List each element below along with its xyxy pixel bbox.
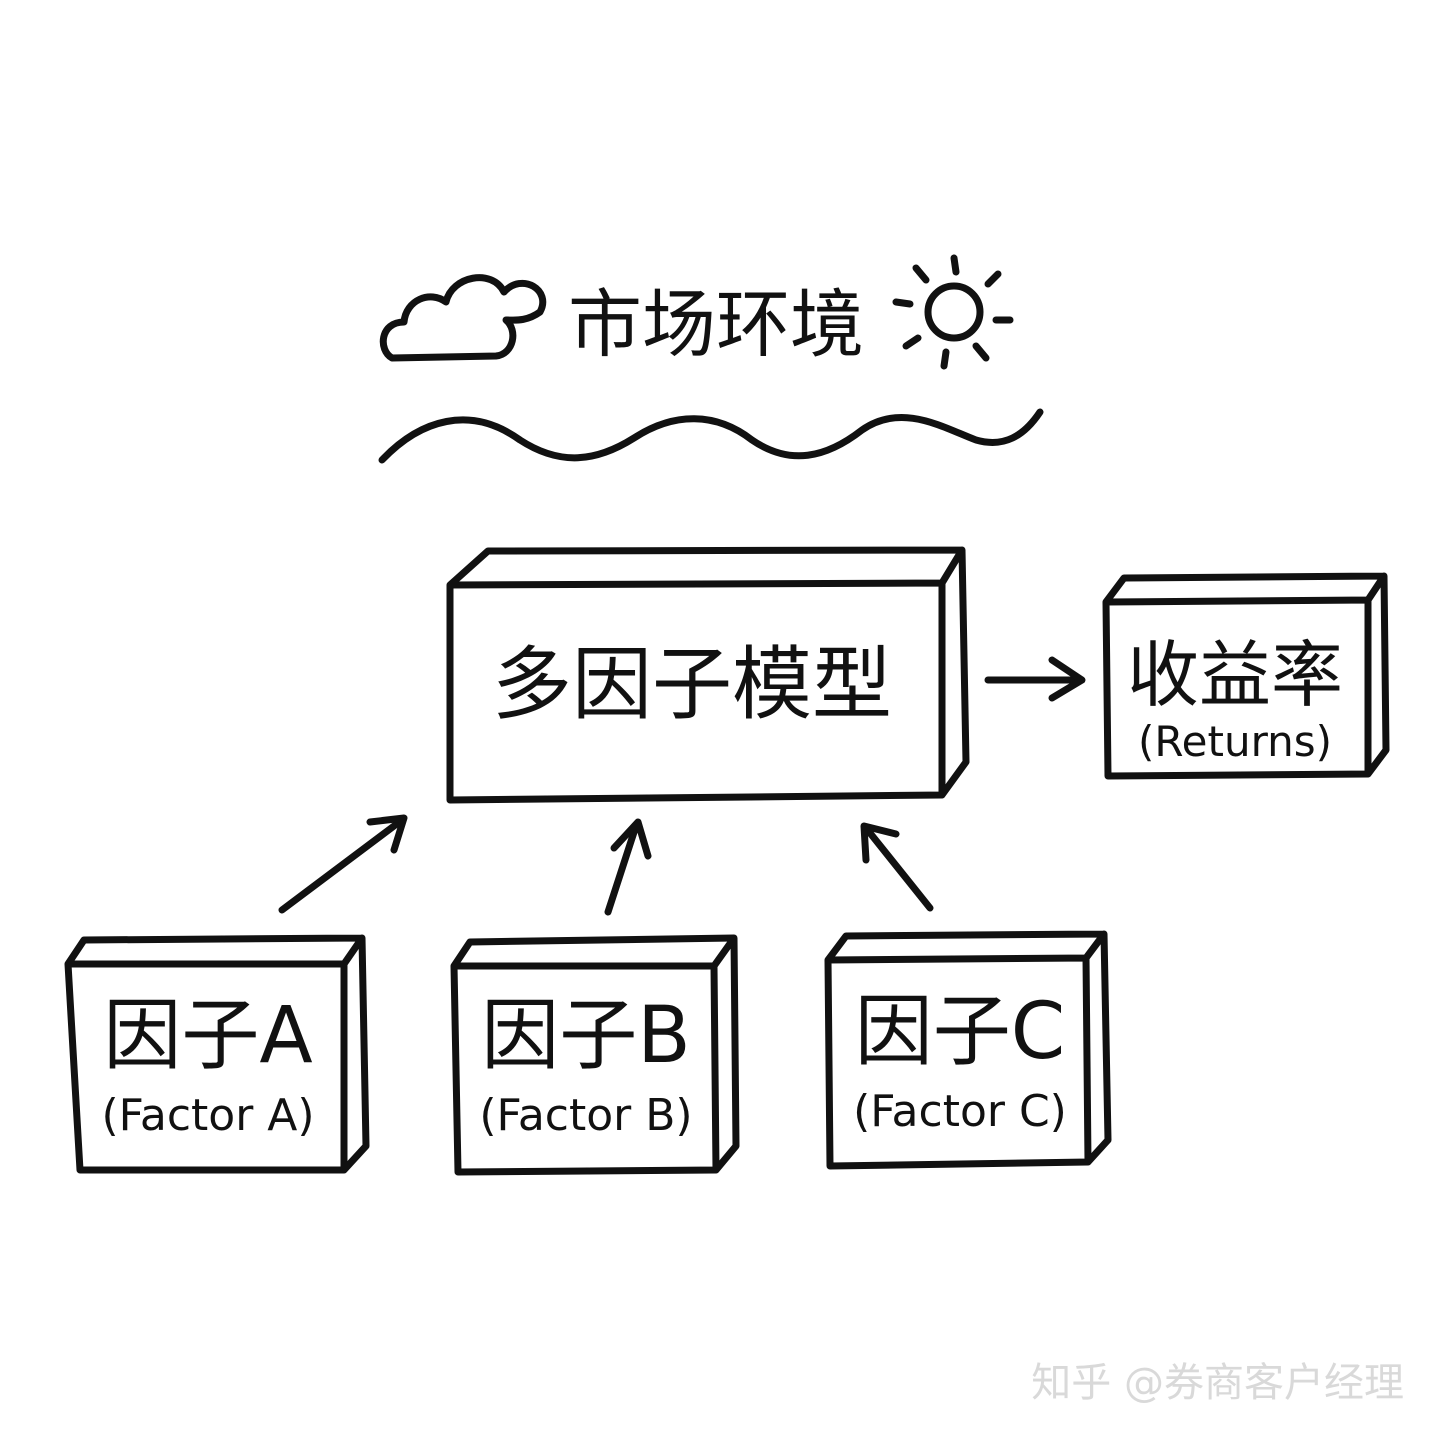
arrow-factor-a-to-model xyxy=(278,814,408,914)
arrow-model-to-returns xyxy=(984,656,1086,702)
factor-c-sublabel: (Factor C) xyxy=(853,1086,1067,1137)
factor-c-box-shell xyxy=(824,930,1112,1170)
factor-c-box: 因子C (Factor C) xyxy=(824,930,1112,1170)
wave-line xyxy=(378,408,1044,464)
factor-c-label: 因子C xyxy=(855,987,1065,1077)
sun-icon xyxy=(892,254,1014,370)
returns-box-shell xyxy=(1102,572,1390,780)
returns-box-label: 收益率 xyxy=(1127,633,1343,717)
factor-b-sublabel: (Factor B) xyxy=(479,1090,692,1141)
factor-a-label: 因子A xyxy=(103,991,312,1081)
model-box-shell xyxy=(446,546,970,804)
arrow-factor-b-to-model xyxy=(604,818,652,916)
cloud-icon xyxy=(379,274,547,362)
factor-b-box-shell xyxy=(450,934,740,1176)
watermark-text: 知乎 @券商客户经理 xyxy=(1031,1360,1404,1406)
factor-a-box-shell xyxy=(64,934,370,1174)
returns-box: 收益率 (Returns) xyxy=(1102,572,1390,780)
returns-box-sublabel: (Returns) xyxy=(1138,717,1332,766)
model-box: 多因子模型 xyxy=(446,546,970,804)
market-environment-heading: 市场环境 xyxy=(378,254,1044,464)
arrow-factor-c-to-model xyxy=(860,822,934,912)
model-box-label: 多因子模型 xyxy=(492,638,892,731)
factor-b-box: 因子B (Factor B) xyxy=(450,934,740,1176)
heading-label: 市场环境 xyxy=(568,282,864,368)
factor-a-box: 因子A (Factor A) xyxy=(64,934,370,1174)
factor-b-label: 因子B xyxy=(481,991,691,1081)
factor-a-sublabel: (Factor A) xyxy=(101,1090,314,1141)
